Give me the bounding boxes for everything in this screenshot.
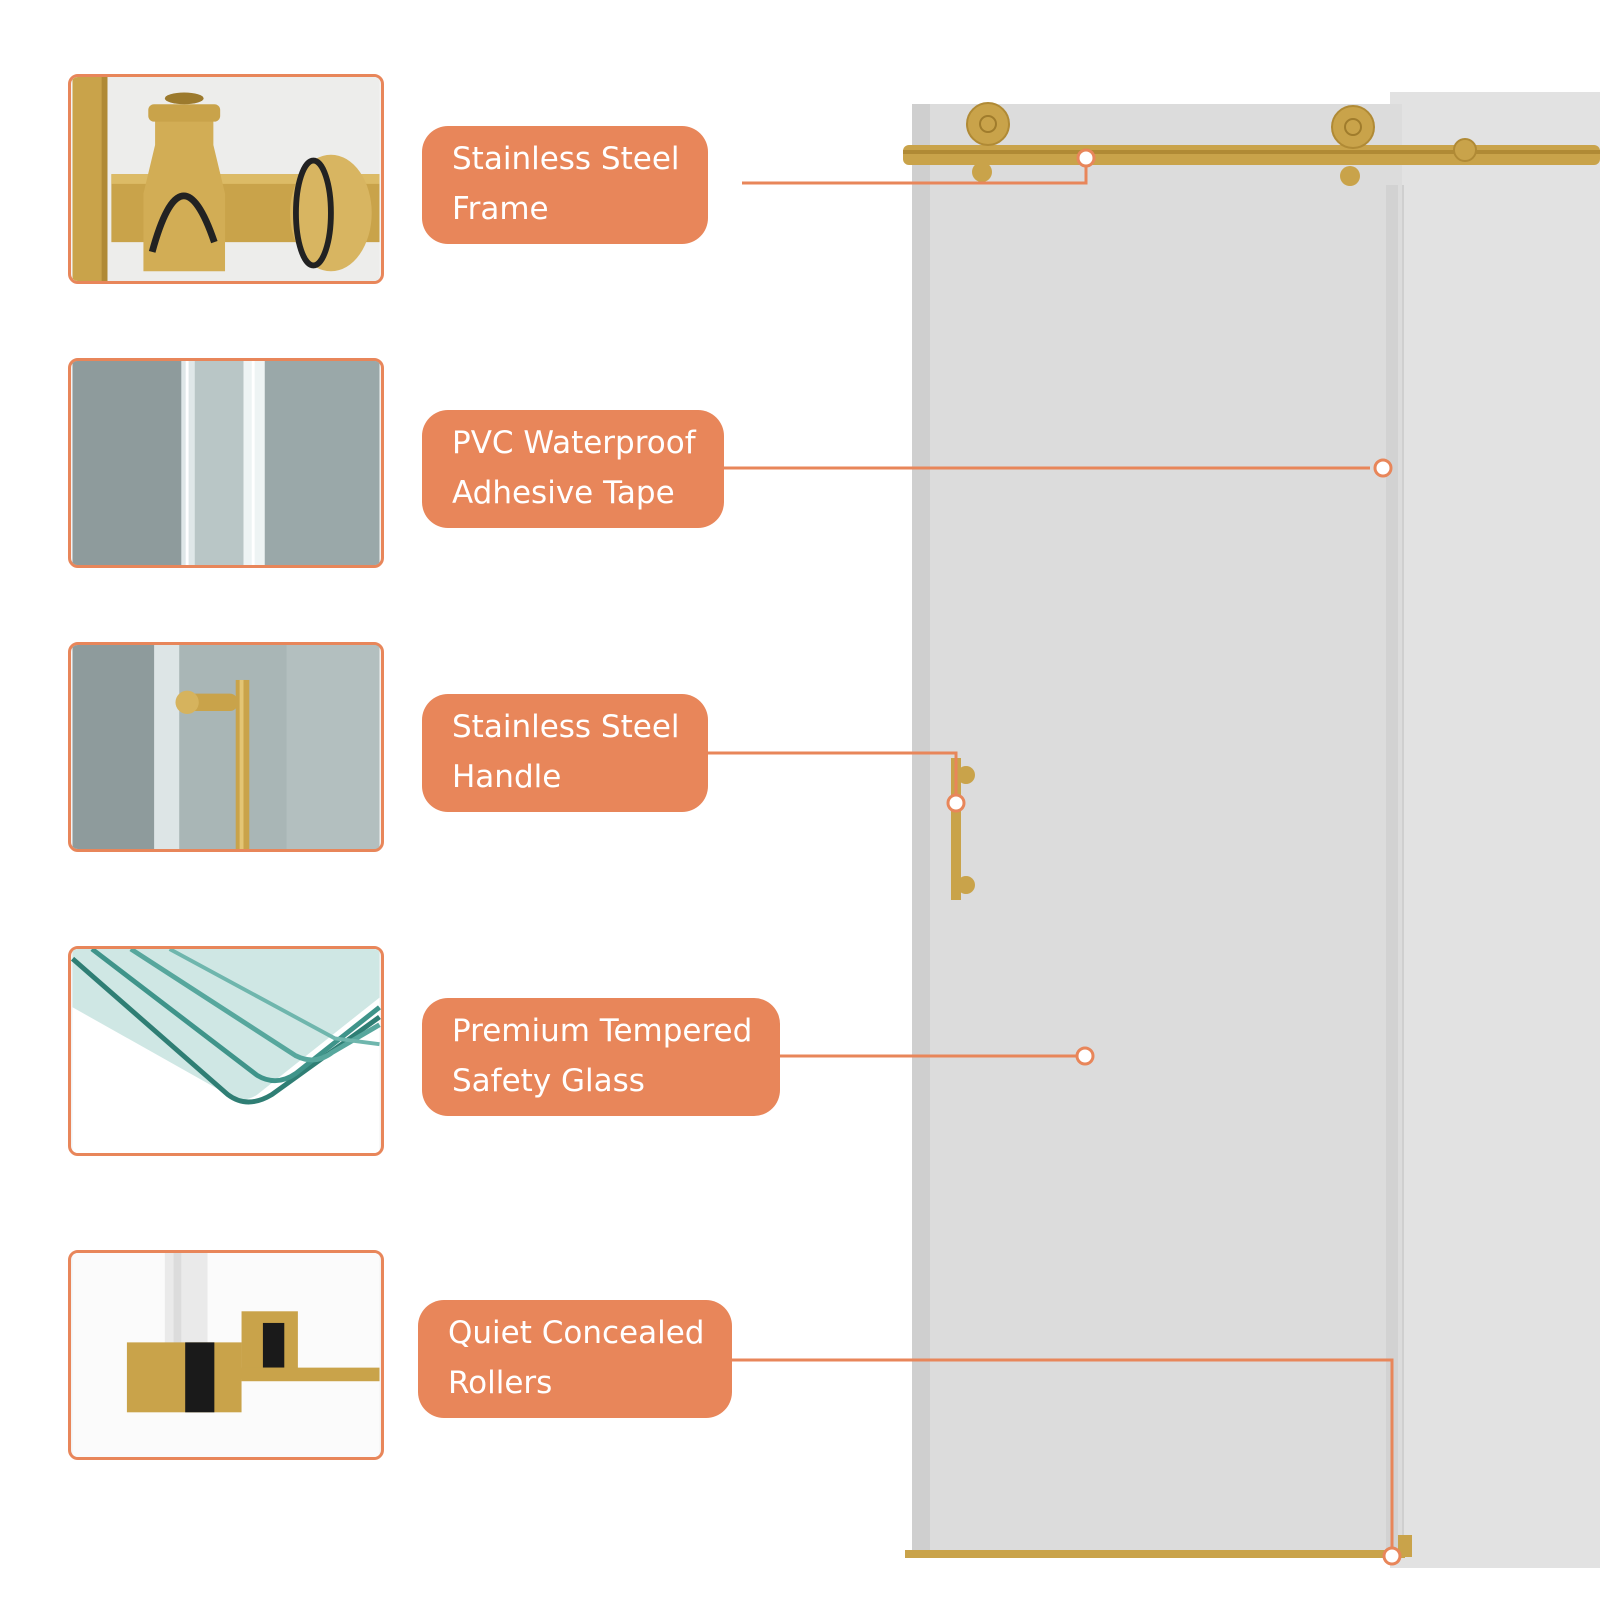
glass-panes-icon [71, 949, 381, 1153]
adhesive-tape-icon [72, 361, 380, 565]
floor-guide-icon [72, 1253, 380, 1457]
label-frame-line2: Frame [452, 191, 549, 227]
label-tape: PVC Waterproof Adhesive Tape [422, 410, 724, 528]
label-glass-line2: Safety Glass [452, 1063, 645, 1099]
thumb-rollers [68, 1250, 384, 1460]
roller-right [1331, 105, 1375, 186]
label-tape-line1: PVC Waterproof [452, 425, 696, 461]
roller-left [966, 102, 1010, 182]
label-frame: Stainless Steel Frame [422, 126, 708, 244]
marker-handle [946, 793, 966, 813]
roller-clamp-icon [72, 77, 380, 281]
door-handle [951, 758, 975, 900]
connector-frame [742, 158, 1088, 185]
label-handle-line2: Handle [452, 759, 562, 795]
sliding-glass-door [912, 104, 1402, 1556]
label-handle: Stainless Steel Handle [422, 694, 708, 812]
door-handle-icon [72, 645, 380, 849]
fixed-glass-panel [1390, 92, 1600, 1568]
label-rollers-line2: Rollers [448, 1365, 553, 1401]
connector-handle [686, 751, 958, 802]
label-rollers: Quiet Concealed Rollers [418, 1300, 733, 1418]
thumb-frame [68, 74, 384, 284]
thumb-glass [68, 946, 384, 1156]
label-frame-line1: Stainless Steel [452, 141, 680, 177]
label-glass-line1: Premium Tempered [452, 1013, 753, 1049]
marker-glass [1075, 1046, 1095, 1066]
thumb-tape [68, 358, 384, 568]
thumb-handle [68, 642, 384, 852]
label-handle-line1: Stainless Steel [452, 709, 680, 745]
top-rail [903, 145, 1600, 165]
label-rollers-line1: Quiet Concealed [448, 1315, 705, 1351]
marker-tape [1373, 458, 1393, 478]
label-glass: Premium Tempered Safety Glass [422, 998, 781, 1116]
connector-rollers [724, 1358, 1394, 1550]
label-tape-line2: Adhesive Tape [452, 475, 675, 511]
marker-frame [1076, 148, 1096, 168]
bottom-guide [905, 1550, 1405, 1558]
marker-rollers [1382, 1546, 1402, 1566]
